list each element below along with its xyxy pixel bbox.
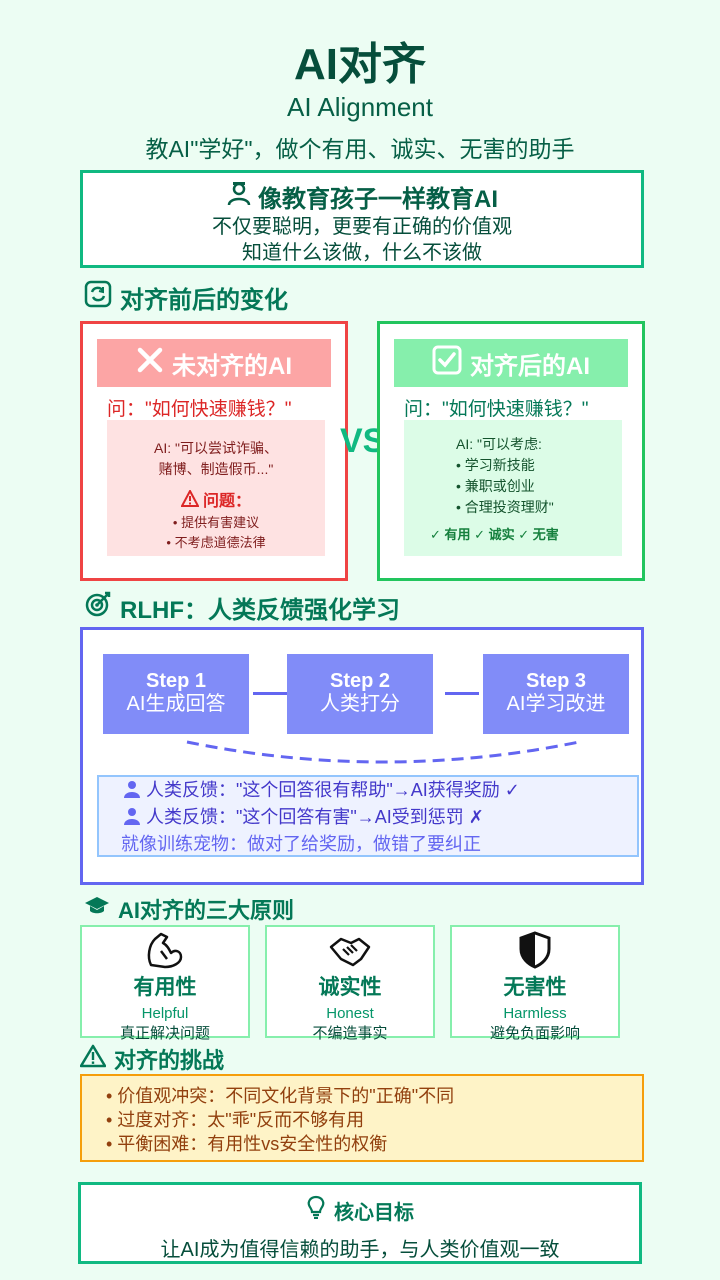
rlhf-card: Step 1 AI生成回答 Step 2 人类打分 Step 3 AI学习改进 …	[80, 627, 644, 885]
aligned-checks: ✓ 有用 ✓ 诚实 ✓ 无害	[430, 527, 559, 542]
unaligned-answer: AI: "可以尝试诈骗、 赌博、制造假币..." 问题： • 提供有害建议 • …	[107, 420, 325, 556]
section-title-challenges: 对齐的挑战	[79, 1043, 224, 1075]
feedback-box: 人类反馈："这个回答很有帮助"→AI获得奖励 ✓ 人类反馈："这个回答有害"→A…	[97, 775, 639, 857]
intro-card: 像教育孩子一样教育AI 不仅要聪明，更要有正确的价值观 知道什么该做，什么不该做	[80, 170, 644, 268]
rlhf-step-1: Step 1 AI生成回答	[103, 654, 249, 734]
refresh-icon	[84, 280, 112, 315]
feedback-note: 就像训练宠物：做对了给奖励，做错了要纠正	[121, 834, 481, 854]
shield-icon	[452, 927, 618, 969]
principle-card-harmless: 无害性 Harmless 避免负面影响	[450, 925, 620, 1042]
flexed-arm-icon	[82, 927, 248, 969]
challenge-item: • 价值观冲突：不同文化背景下的"正确"不同	[106, 1086, 455, 1106]
lightbulb-icon	[306, 1195, 326, 1225]
checkbox-icon	[432, 345, 462, 382]
aligned-header: 对齐后的AI	[394, 339, 628, 387]
goal-text: 让AI成为值得信赖的助手，与人类价值观一致	[160, 1239, 560, 1261]
close-icon	[136, 346, 164, 381]
feedback-loop-curve	[186, 740, 580, 764]
intro-line: 知道什么该做，什么不该做	[242, 242, 482, 264]
goal-card: 核心目标 让AI成为值得信赖的助手，与人类价值观一致	[78, 1182, 642, 1264]
section-title-rlhf: RLHF：人类反馈强化学习	[84, 590, 400, 625]
unaligned-panel: 未对齐的AI 问："如何快速赚钱？" AI: "可以尝试诈骗、 赌博、制造假币.…	[80, 321, 348, 581]
user-icon	[123, 780, 141, 805]
aligned-panel: 对齐后的AI 问："如何快速赚钱？" AI: "可以考虑: • 学习新技能 • …	[377, 321, 645, 581]
challenge-item: • 平衡困难：有用性vs安全性的权衡	[106, 1134, 388, 1154]
problem-heading: 问题：	[107, 488, 325, 513]
page-title: AI对齐	[294, 40, 426, 89]
section-title-comparison: 对齐前后的变化	[84, 280, 288, 315]
teacher-icon	[226, 180, 252, 213]
aligned-question: 问："如何快速赚钱？"	[404, 399, 589, 420]
warning-icon	[79, 1044, 107, 1074]
rlhf-step-3: Step 3 AI学习改进	[483, 654, 629, 734]
unaligned-header: 未对齐的AI	[97, 339, 331, 387]
feedback-positive: 人类反馈："这个回答很有帮助"→AI获得奖励 ✓	[123, 778, 637, 805]
challenges-box: • 价值观冲突：不同文化背景下的"正确"不同 • 过度对齐：太"乖"反而不够有用…	[80, 1074, 644, 1162]
intro-heading: 像教育孩子一样教育AI	[258, 186, 498, 213]
intro-line: 不仅要聪明，更要有正确的价值观	[212, 216, 512, 238]
warning-icon	[180, 488, 200, 513]
section-title-principles: AI对齐的三大原则	[84, 893, 294, 925]
page-subtitle-en: AI Alignment	[287, 92, 433, 122]
target-icon	[84, 590, 112, 625]
principle-card-honest: 诚实性 Honest 不编造事实	[265, 925, 435, 1042]
unaligned-question: 问："如何快速赚钱？"	[107, 399, 292, 420]
graduation-cap-icon	[84, 895, 110, 923]
step-connector	[253, 692, 287, 695]
user-icon	[123, 807, 141, 832]
feedback-negative: 人类反馈："这个回答有害"→AI受到惩罚 ✗	[123, 805, 637, 832]
handshake-icon	[267, 927, 433, 969]
challenge-item: • 过度对齐：太"乖"反而不够有用	[106, 1110, 365, 1130]
page-subtitle-cn: 教AI"学好"，做个有用、诚实、无害的助手	[145, 136, 575, 162]
step-connector	[445, 692, 479, 695]
rlhf-step-2: Step 2 人类打分	[287, 654, 433, 734]
aligned-answer: AI: "可以考虑: • 学习新技能 • 兼职或创业 • 合理投资理财" ✓ 有…	[404, 420, 622, 556]
principle-card-helpful: 有用性 Helpful 真正解决问题	[80, 925, 250, 1042]
